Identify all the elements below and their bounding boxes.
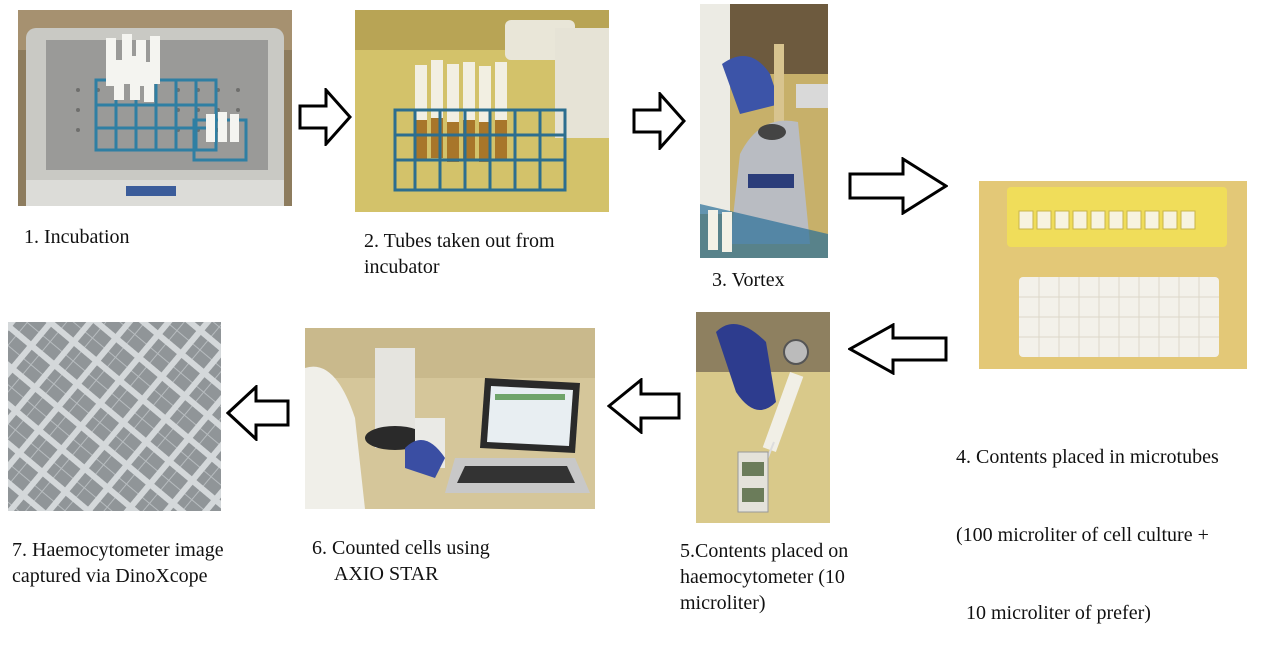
- arrow-left-5-to-6: [607, 378, 681, 434]
- arrow-right-2-to-3: [632, 92, 686, 150]
- step-6-caption-line: AXIO STAR: [334, 563, 439, 585]
- vortex-mixer-photo: [700, 4, 828, 258]
- arrow-left-6-to-7: [226, 385, 290, 441]
- step-4-caption-line: (100 microliter of cell culture +: [956, 524, 1209, 546]
- water-bath-incubator-photo: [18, 10, 292, 206]
- microtube-racks-photo: [979, 181, 1247, 369]
- arrow-left-4-to-5: [848, 323, 948, 375]
- tube-rack-photo: [355, 10, 609, 212]
- step-7-caption: 7. Haemocytometer image captured via Din…: [12, 537, 224, 589]
- step-6-caption-line: 6. Counted cells using: [312, 537, 490, 559]
- step-1-caption: 1. Incubation: [24, 224, 130, 250]
- haemocytometer-grid-photo: [8, 322, 221, 511]
- step-4-caption-line: 10 microliter of prefer): [956, 602, 1151, 624]
- step-5-caption-line: 5.Contents placed on: [680, 540, 849, 562]
- step-6-caption: 6. Counted cells using AXIO STAR: [312, 535, 490, 587]
- step-2-caption-line: incubator: [364, 256, 440, 278]
- step-5-caption-line: haemocytometer (10: [680, 566, 845, 588]
- arrow-right-1-to-2: [298, 88, 352, 146]
- step-4-caption: 4. Contents placed in microtubes (100 mi…: [956, 392, 1219, 652]
- microscope-laptop-photo: [305, 328, 595, 509]
- step-7-caption-line: 7. Haemocytometer image: [12, 539, 224, 561]
- pipette-haemocytometer-photo: [696, 312, 830, 523]
- step-5-caption: 5.Contents placed on haemocytometer (10 …: [680, 538, 848, 616]
- step-4-caption-line: 4. Contents placed in microtubes: [956, 446, 1219, 468]
- step-5-caption-line: microliter): [680, 592, 766, 614]
- step-1-caption-line: 1. Incubation: [24, 226, 130, 248]
- step-2-caption-line: 2. Tubes taken out from: [364, 230, 555, 252]
- step-3-caption: 3. Vortex: [712, 267, 785, 293]
- step-2-caption: 2. Tubes taken out from incubator: [364, 228, 555, 280]
- arrow-right-3-to-4: [848, 157, 948, 215]
- step-7-caption-line: captured via DinoXcope: [12, 565, 208, 587]
- step-3-caption-line: 3. Vortex: [712, 269, 785, 291]
